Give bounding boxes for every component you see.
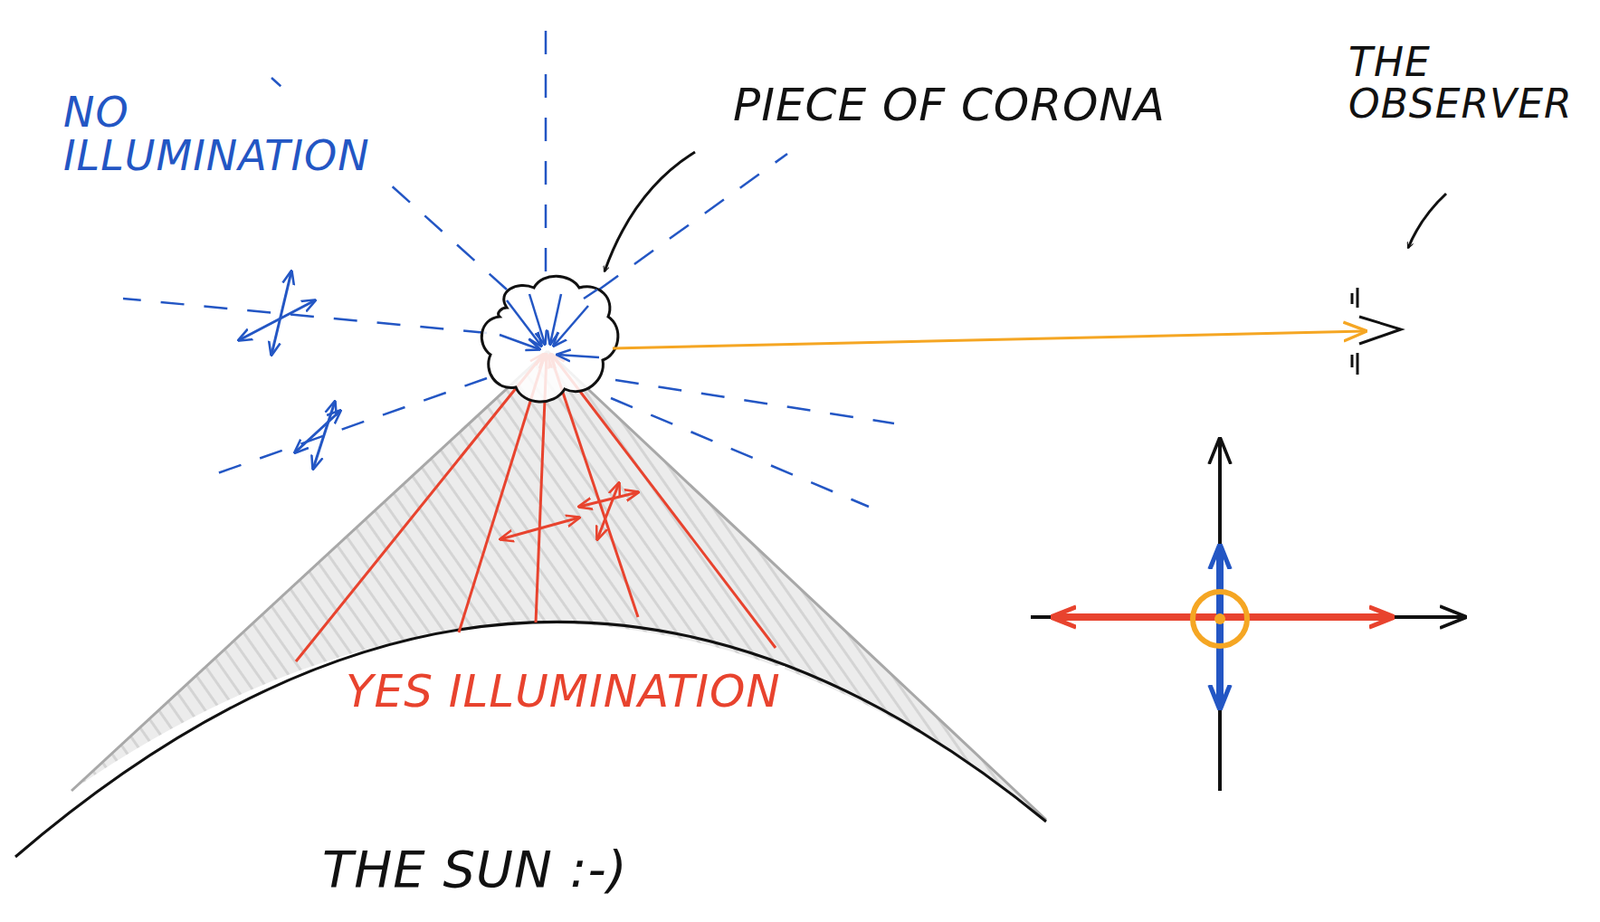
polarization-arrow xyxy=(313,401,335,469)
polarization-arrows xyxy=(500,483,639,540)
illuminated-region xyxy=(71,351,1047,820)
polarization-arrow xyxy=(579,492,639,507)
polarization-arrow xyxy=(295,410,341,453)
line-of-sight-symbol xyxy=(1192,591,1248,647)
leader-arrow xyxy=(1408,193,1447,248)
eye-lash xyxy=(1356,287,1360,308)
eye-lash xyxy=(1351,293,1354,305)
scatter-ray xyxy=(544,10,548,272)
scatter-arrow xyxy=(550,294,562,344)
scatter-arrow xyxy=(557,354,600,358)
polarization-arrow xyxy=(238,300,315,341)
scatter-arrow xyxy=(499,334,540,350)
line-of-sight-symbol xyxy=(1214,613,1226,625)
scatter-arrows xyxy=(499,289,600,358)
object-label: THE SUN :-) xyxy=(318,841,632,899)
scatter-ray xyxy=(209,378,487,477)
eye-symbol xyxy=(1359,316,1401,344)
region-label: NO ILLUMINATION xyxy=(59,88,411,181)
tangent-line xyxy=(547,351,1047,820)
scatter-arrow xyxy=(553,305,589,346)
scatter-ray xyxy=(610,398,869,507)
observer-label: THE OBSERVER xyxy=(1344,39,1597,127)
leader-arrow xyxy=(604,152,696,272)
polarization-arrow xyxy=(500,517,580,540)
polarization-arrows xyxy=(238,271,341,469)
polarization-arrow xyxy=(597,483,620,540)
sun-limb xyxy=(15,621,1047,858)
polarization-vector xyxy=(1216,546,1224,708)
tangent-line xyxy=(71,351,548,791)
callout-label: PIECE OF CORONA xyxy=(729,79,1170,132)
eye-lash xyxy=(1356,352,1360,375)
light-ray xyxy=(295,354,543,662)
scatter-ray xyxy=(123,298,487,334)
scatter-arrow xyxy=(529,294,545,344)
light-ray xyxy=(552,354,776,648)
scatter-arrow xyxy=(583,289,598,299)
observer-eye xyxy=(1352,287,1401,375)
polarization-axes xyxy=(1030,439,1465,791)
light-ray xyxy=(550,354,639,618)
eye-lash xyxy=(1351,354,1354,368)
region-label: YES ILLUMINATION xyxy=(342,666,785,718)
line-of-sight xyxy=(612,331,1365,349)
corona-piece xyxy=(481,276,619,402)
